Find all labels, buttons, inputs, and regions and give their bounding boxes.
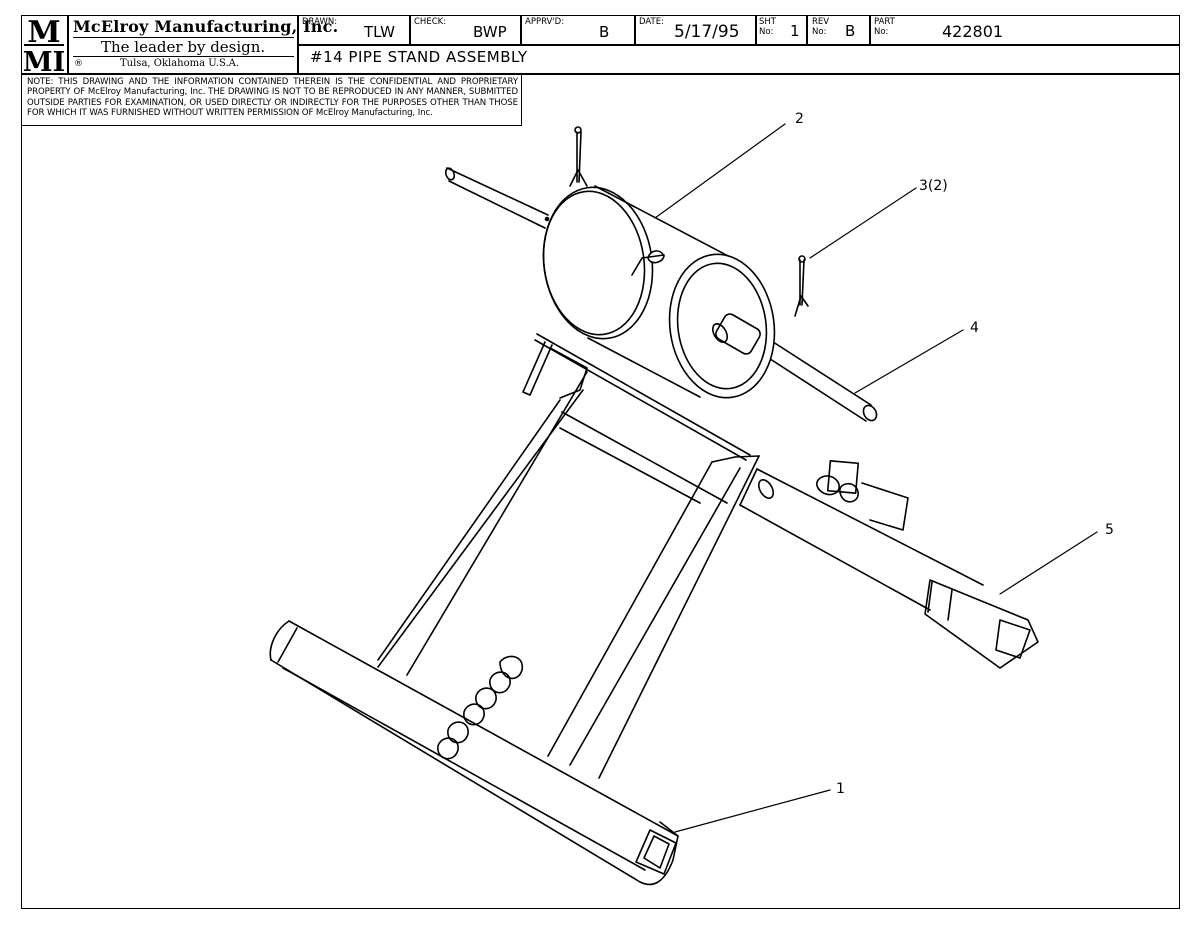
mmi-logo-icon: M MI [22, 16, 66, 73]
rev-label-2: No: [812, 27, 827, 37]
approved-date-divider [634, 15, 636, 45]
callout-4: 4 [970, 320, 979, 336]
part-label-1: PART [874, 17, 895, 27]
date-label: DATE: [639, 17, 664, 27]
sheet-label-2: No: [759, 27, 774, 37]
callout-3: 3(2) [919, 178, 948, 194]
date-value: 5/17/95 [674, 22, 740, 42]
drawn-value: TLW [364, 23, 395, 41]
cone-part-2 [542, 185, 776, 399]
shaft-part-4 [444, 167, 878, 422]
drawn-label: DRAWN: [302, 17, 338, 27]
proprietary-note: NOTE: THIS DRAWING AND THE INFORMATION C… [22, 74, 522, 126]
svg-text:MI: MI [23, 47, 66, 73]
leader-5 [999, 531, 1098, 595]
approved-value: B [599, 23, 610, 41]
sheet-value: 1 [790, 22, 800, 40]
hitch-pins-part-3 [569, 126, 809, 317]
sheet-rev-divider [806, 15, 808, 45]
title-block-bottom-rule [21, 73, 1180, 75]
drawn-check-divider [409, 15, 411, 45]
sheet-label-1: SHT [759, 17, 776, 27]
check-label: CHECK: [414, 17, 447, 27]
leader-2 [654, 123, 786, 219]
leader-4 [854, 329, 964, 394]
leader-3 [809, 187, 917, 259]
company-name-rule [73, 37, 294, 38]
logo-divider [67, 15, 69, 74]
drawing-sheet-border [21, 15, 1180, 909]
callout-2: 2 [795, 111, 804, 127]
company-tagline-rule [73, 56, 294, 57]
receiver-tube-part-5 [739, 460, 1039, 669]
company-tagline: The leader by design. [101, 38, 266, 56]
stand-frame [377, 333, 760, 779]
registered-mark: ® [74, 59, 83, 69]
part-number-value: 422801 [942, 22, 1004, 41]
date-sheet-divider [755, 15, 757, 45]
approved-label: APPRV'D: [525, 17, 565, 27]
rev-part-divider [869, 15, 871, 45]
drawing-title: #14 PIPE STAND ASSEMBLY [310, 48, 528, 66]
check-value: BWP [473, 23, 507, 41]
company-location: Tulsa, Oklahoma U.S.A. [120, 58, 240, 69]
callout-1: 1 [836, 781, 845, 797]
company-block: McElroy Manufacturing, Inc. The leader b… [73, 17, 339, 57]
callout-leaders [654, 123, 1098, 833]
company-name: McElroy Manufacturing, Inc. [73, 17, 339, 36]
foot-tube-part-1 [269, 620, 679, 886]
title-block-middle-rule [298, 44, 1180, 46]
callout-5: 5 [1105, 522, 1114, 538]
part-label-2: No: [874, 27, 889, 37]
leader-1 [674, 789, 831, 833]
rev-value: B [845, 22, 856, 40]
check-approved-divider [520, 15, 522, 45]
rev-label-1: REV [812, 17, 830, 27]
company-divider [297, 15, 299, 74]
